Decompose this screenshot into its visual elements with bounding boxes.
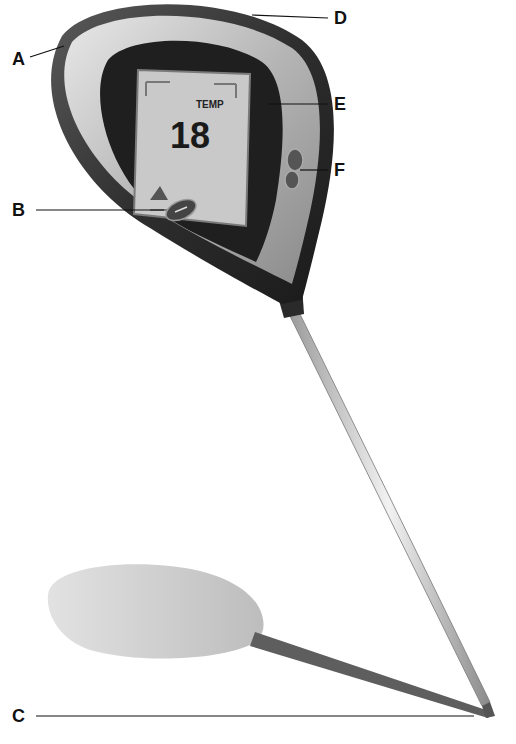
callout-letter: E <box>334 95 346 113</box>
buttons <box>163 149 303 225</box>
callout-letter: B <box>12 201 25 219</box>
leader-lines <box>30 15 474 716</box>
callout-letter: F <box>334 161 345 179</box>
meter-body <box>51 4 334 304</box>
display-text: TEMP <box>196 100 224 110</box>
callout-letter: C <box>12 707 25 725</box>
lcd-screen <box>134 70 250 226</box>
probe <box>288 310 495 718</box>
display-reading: 18 <box>170 118 210 154</box>
callout-letter: A <box>12 50 25 68</box>
callout-letter: D <box>334 9 347 27</box>
